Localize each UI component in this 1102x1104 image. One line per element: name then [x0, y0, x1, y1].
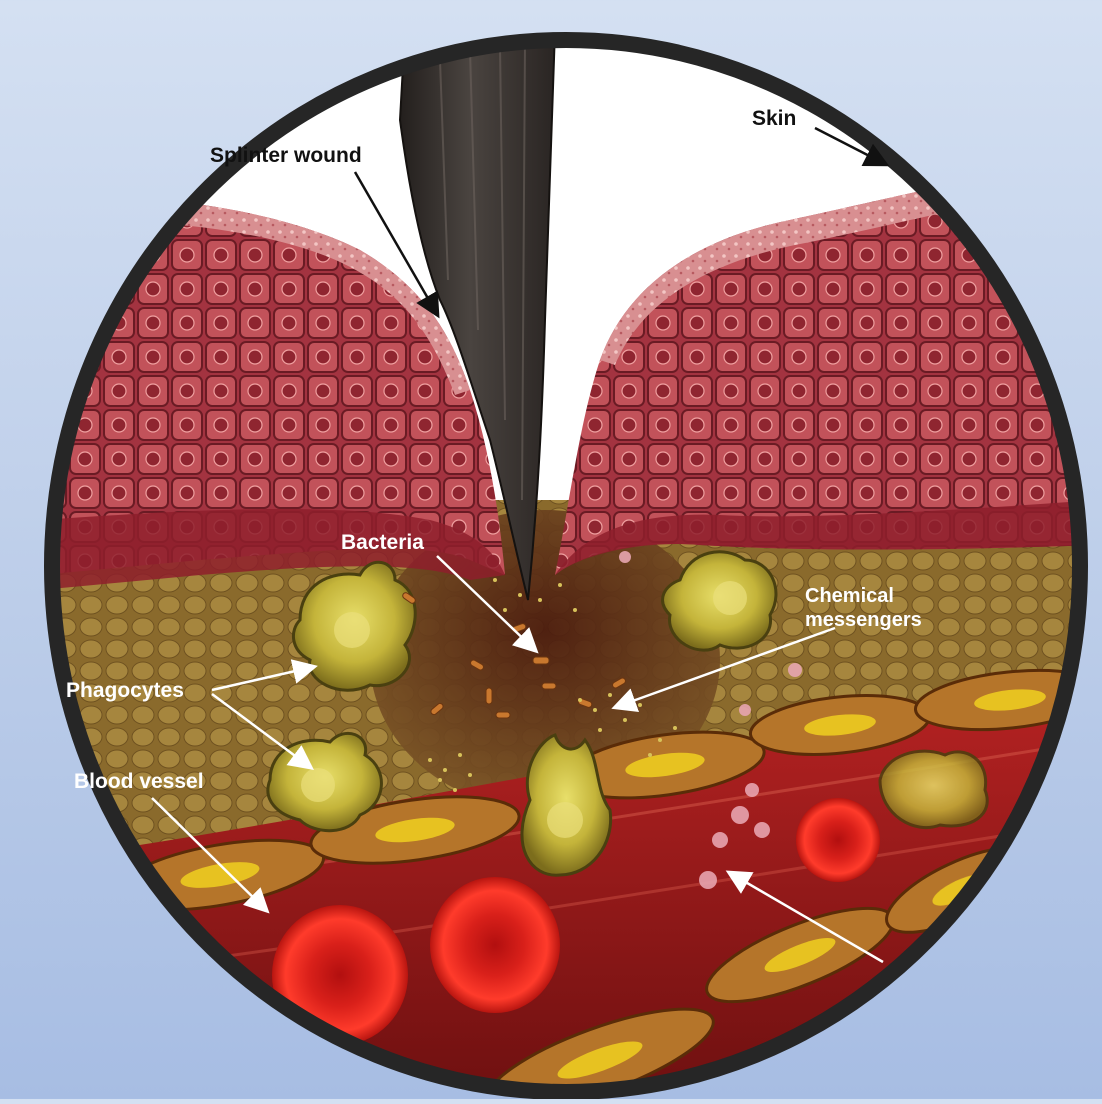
label-phagocytes: Phagocytes [66, 679, 184, 702]
label-skin: Skin [752, 107, 796, 130]
label-messengers: messengers [805, 609, 922, 631]
label-blood-vessel: Blood vessel [74, 770, 204, 793]
phagocyte [880, 751, 987, 827]
red-blood-cell [430, 877, 560, 1013]
label-bacteria: Bacteria [341, 531, 424, 554]
label-chemical: Chemical [805, 585, 894, 607]
red-blood-cell [272, 905, 408, 1045]
red-blood-cell [796, 798, 880, 882]
label-splinter-wound: Splinter wound [210, 144, 362, 167]
